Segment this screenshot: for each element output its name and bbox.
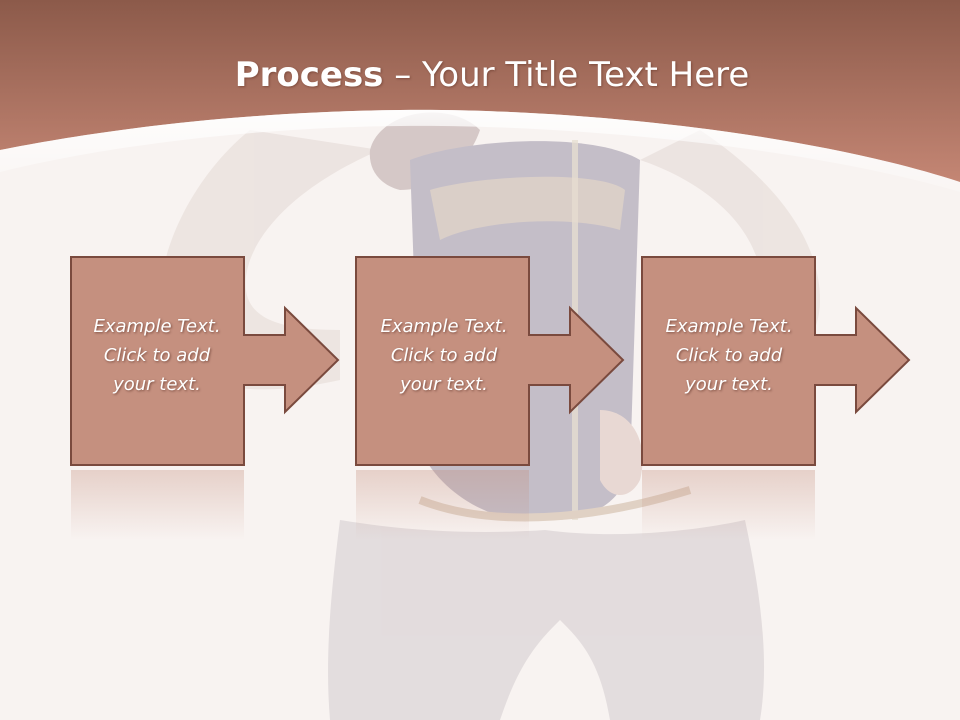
step-3-line-3: your text. <box>685 374 773 395</box>
step-box <box>641 256 816 466</box>
step-1-line-2: Click to add <box>103 345 211 366</box>
process-step-3[interactable] <box>641 256 911 466</box>
step-2-line-2: Click to add <box>390 345 498 366</box>
process-step-2[interactable] <box>355 256 625 466</box>
process-step-1[interactable] <box>70 256 340 466</box>
step-1-line-3: your text. <box>113 374 201 395</box>
step-3-line-1: Example Text. <box>665 316 793 337</box>
step-1-text[interactable]: Example Text. Click to add your text. <box>71 312 243 399</box>
title-bold: Process <box>234 55 384 95</box>
slide-title[interactable]: Process – Your Title Text Here <box>0 52 960 98</box>
step-box <box>70 256 245 466</box>
title-rest: – Your Title Text Here <box>383 55 750 95</box>
step-3-text[interactable]: Example Text. Click to add your text. <box>643 312 815 399</box>
step-2-line-1: Example Text. <box>380 316 508 337</box>
step-3-line-2: Click to add <box>675 345 783 366</box>
arrow-right-icon <box>528 305 625 415</box>
step-2-line-3: your text. <box>400 374 488 395</box>
step-2-text[interactable]: Example Text. Click to add your text. <box>358 312 530 399</box>
arrow-right-icon <box>814 305 911 415</box>
header-band <box>0 0 960 192</box>
arrow-right-icon <box>243 305 340 415</box>
step-1-line-1: Example Text. <box>93 316 221 337</box>
